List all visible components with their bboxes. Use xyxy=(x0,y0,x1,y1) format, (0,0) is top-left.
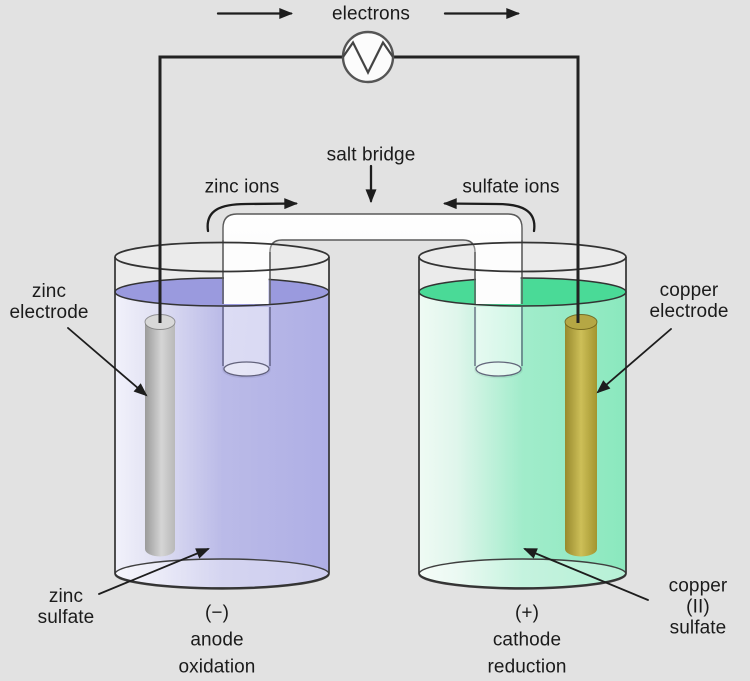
salt-bridge-label: salt bridge xyxy=(326,144,416,166)
zinc-ions-arrow xyxy=(206,198,299,233)
resistor-symbol-icon xyxy=(341,30,395,84)
copper-electrode-body xyxy=(565,322,597,557)
sulfate-ions-arrow xyxy=(442,198,536,233)
cathode-label: (+) cathode reduction xyxy=(487,602,567,678)
beaker-right-walls xyxy=(418,257,627,589)
zinc-electrode-body xyxy=(145,322,175,557)
salt-bridge-arm-left-cap xyxy=(223,361,270,377)
copper-sulfate-arrow xyxy=(523,548,649,601)
sulfate-ions-label: sulfate ions xyxy=(462,176,560,198)
salt-bridge-arm-left-edges xyxy=(222,307,271,366)
copper-sulfate-label: copper (II) sulfate xyxy=(668,575,728,639)
copper-electrode-arrow xyxy=(596,328,672,394)
zinc-sulfate-arrow xyxy=(98,548,210,595)
zinc-solution-surface xyxy=(114,277,330,307)
salt-bridge-arm-left-submerged xyxy=(224,307,269,376)
salt-bridge-arm-right-edges xyxy=(474,307,523,366)
electrons-label: electrons xyxy=(332,3,410,25)
zinc-electrode-label: zinc electrode xyxy=(9,281,89,323)
salt-bridge-arm-right-cap xyxy=(475,361,522,377)
copper-electrode-label: copper electrode xyxy=(649,280,729,322)
zinc-sulfate-label: zinc sulfate xyxy=(37,586,95,628)
zinc-electrode-rod xyxy=(144,314,176,557)
copper-electrode-rod xyxy=(564,314,598,557)
zinc-electrode-arrow xyxy=(67,327,148,397)
anode-label: (−) anode oxidation xyxy=(178,602,256,678)
resistor-zigzag xyxy=(342,40,394,75)
beaker-left-walls xyxy=(114,257,330,589)
zinc-ions-label: zinc ions xyxy=(204,176,280,198)
arrows xyxy=(67,8,672,601)
copper-electrode-top xyxy=(564,314,598,330)
salt-bridge-arm-right-submerged xyxy=(476,307,521,376)
